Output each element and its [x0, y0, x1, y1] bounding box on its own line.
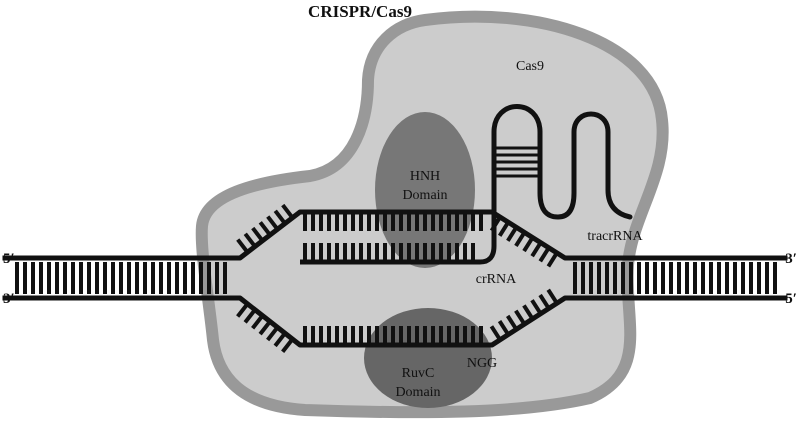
base-pair-rung: [251, 226, 265, 242]
crrna-strand: [300, 132, 497, 265]
base-pair-rung: [505, 314, 519, 331]
ngg-pam-label: NGG: [467, 356, 497, 371]
ruvc-domain: [364, 308, 492, 408]
base-pair-rung: [538, 293, 551, 310]
dna-backbones: [2, 209, 788, 348]
dna-top-strand: [2, 209, 788, 261]
base-pair-rung: [243, 232, 257, 248]
tracrrna-strand: [491, 104, 633, 220]
base-pair-rung: [236, 238, 250, 254]
base-pair-rung: [546, 288, 559, 305]
base-pair-rung: [258, 221, 272, 237]
dna-left-bottom-end: 3′: [3, 291, 15, 307]
base-pair-rung: [546, 251, 559, 268]
base-pair-rung: [281, 203, 295, 219]
crrna-label: crRNA: [476, 272, 517, 287]
hnh-label-line1: HNH: [410, 169, 440, 184]
base-pair-rung: [530, 299, 543, 315]
base-pair-rung: [273, 332, 287, 348]
base-pair-rung: [514, 309, 527, 326]
base-pair-rung: [258, 320, 272, 336]
base-pair-rung: [514, 231, 527, 248]
tracrrna-hairpin-pairs: [496, 146, 538, 178]
base-pair-rung: [530, 241, 543, 258]
ruvc-label-line2: Domain: [395, 385, 440, 400]
base-pair-rung: [281, 337, 295, 353]
dna-right-top-end: 3′: [785, 251, 797, 267]
cas9-label: Cas9: [516, 59, 544, 74]
ruvc-label-line1: RuvC: [402, 366, 435, 381]
base-pair-rung: [489, 325, 502, 341]
dna-right-bottom-end: 5′: [785, 291, 797, 307]
base-pair-rung: [538, 246, 551, 263]
hnh-label-line2: Domain: [402, 188, 447, 203]
base-pair-rung: [522, 236, 535, 253]
base-pair-rung: [522, 304, 535, 320]
diagram-title: CRISPR/Cas9: [308, 2, 412, 21]
base-pair-rung: [266, 326, 280, 342]
base-pair-rung: [266, 215, 280, 231]
base-pair-rung: [498, 221, 510, 237]
base-pair-rung: [506, 226, 519, 242]
dna-bottom-strand: [2, 295, 788, 348]
base-pair-rung: [236, 302, 250, 318]
dna-base-pairs: [15, 203, 777, 353]
base-pair-rung: [273, 209, 287, 225]
tracrrna-label: tracrRNA: [587, 229, 643, 244]
dna-left-top-end: 5′: [3, 251, 15, 267]
base-pair-rung: [497, 320, 510, 336]
base-pair-rung: [243, 308, 257, 324]
base-pair-rung: [251, 314, 265, 330]
